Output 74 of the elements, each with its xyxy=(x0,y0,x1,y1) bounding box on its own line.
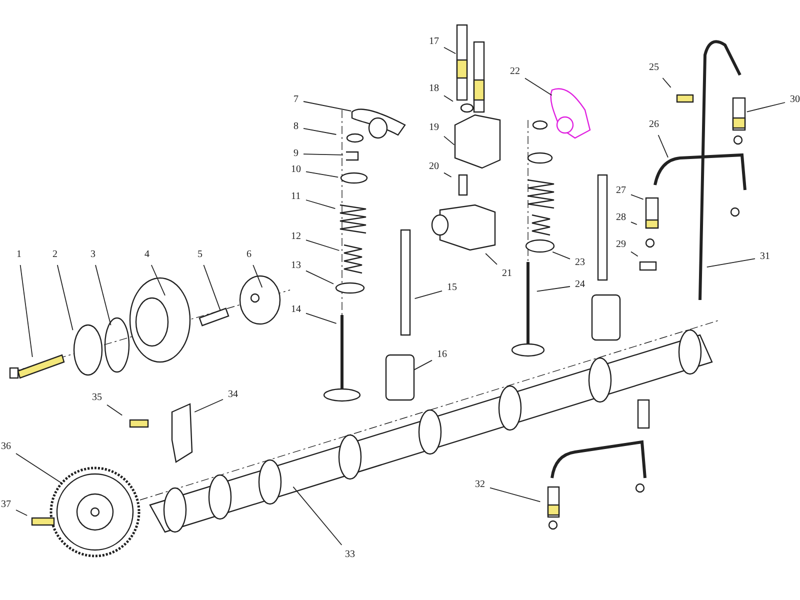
leader-line xyxy=(658,134,668,158)
callout-number: 28 xyxy=(616,212,626,224)
leader-line xyxy=(95,264,112,326)
callout-number: 2 xyxy=(52,249,58,261)
leader-line xyxy=(150,264,166,296)
leader-line xyxy=(414,290,442,300)
leader-line xyxy=(194,398,224,412)
callout-number: 35 xyxy=(92,392,102,404)
callout-number: 10 xyxy=(291,164,301,176)
leader-line xyxy=(444,172,452,178)
leader-line xyxy=(706,258,756,268)
callout-number: 23 xyxy=(575,257,585,269)
leader-line xyxy=(106,404,123,416)
callout-number: 31 xyxy=(760,251,770,263)
leader-line xyxy=(20,264,33,358)
callout-number: 27 xyxy=(616,185,626,197)
callout-number: 15 xyxy=(447,282,457,294)
leader-line xyxy=(444,46,456,54)
leader-line xyxy=(292,486,342,546)
callout-number: 20 xyxy=(429,161,439,173)
leader-line xyxy=(303,101,352,112)
leader-line xyxy=(303,154,344,156)
callout-number: 37 xyxy=(1,499,11,511)
callout-number: 12 xyxy=(291,231,301,243)
callout-number: 30 xyxy=(790,94,800,106)
leader-line xyxy=(306,312,337,324)
leader-line xyxy=(630,251,638,257)
leader-line xyxy=(444,95,454,102)
leader-line xyxy=(630,194,644,200)
callout-number: 16 xyxy=(437,349,447,361)
leader-line xyxy=(306,270,334,284)
leader-line xyxy=(444,136,455,146)
callout-number: 1 xyxy=(16,249,22,261)
callout-number: 32 xyxy=(475,479,485,491)
leader-line xyxy=(746,102,786,112)
leader-line xyxy=(490,487,541,502)
callout-number: 7 xyxy=(294,94,298,106)
leader-line xyxy=(552,251,570,260)
leader-line xyxy=(16,510,28,516)
callout-number: 29 xyxy=(616,239,626,251)
callout-number: 19 xyxy=(429,122,439,134)
callout-number: 24 xyxy=(575,279,585,291)
leader-line xyxy=(485,253,498,265)
callout-number: 14 xyxy=(291,304,301,316)
callout-number: 22 xyxy=(510,66,520,78)
callout-number: 3 xyxy=(90,249,96,261)
leader-line xyxy=(536,286,570,292)
callout-number: 4 xyxy=(144,249,150,261)
leader-line xyxy=(630,222,638,225)
callout-number: 13 xyxy=(291,260,301,272)
leader-line xyxy=(56,264,74,331)
callout-number: 5 xyxy=(198,249,202,261)
leader-line xyxy=(662,78,672,88)
leader-line xyxy=(306,171,339,178)
callout-number: 8 xyxy=(294,121,298,133)
callout-number: 25 xyxy=(649,62,659,74)
leader-line xyxy=(303,128,337,135)
callout-number: 33 xyxy=(345,549,355,561)
callout-number: 34 xyxy=(228,389,238,401)
leader-line xyxy=(252,264,263,288)
leader-line xyxy=(203,264,221,311)
leader-line xyxy=(524,78,552,96)
callout-number: 36 xyxy=(1,441,11,453)
callout-number: 26 xyxy=(649,119,659,131)
leader-line xyxy=(306,240,340,251)
callout-number: 6 xyxy=(246,249,252,261)
callout-number: 11 xyxy=(291,191,301,203)
leader-line xyxy=(306,200,336,210)
leader-line xyxy=(414,360,432,370)
callout-number: 9 xyxy=(294,148,298,160)
leader-line xyxy=(16,453,62,484)
callout-number: 17 xyxy=(429,36,439,48)
callout-number: 18 xyxy=(429,83,439,95)
callout-number: 21 xyxy=(502,268,512,280)
